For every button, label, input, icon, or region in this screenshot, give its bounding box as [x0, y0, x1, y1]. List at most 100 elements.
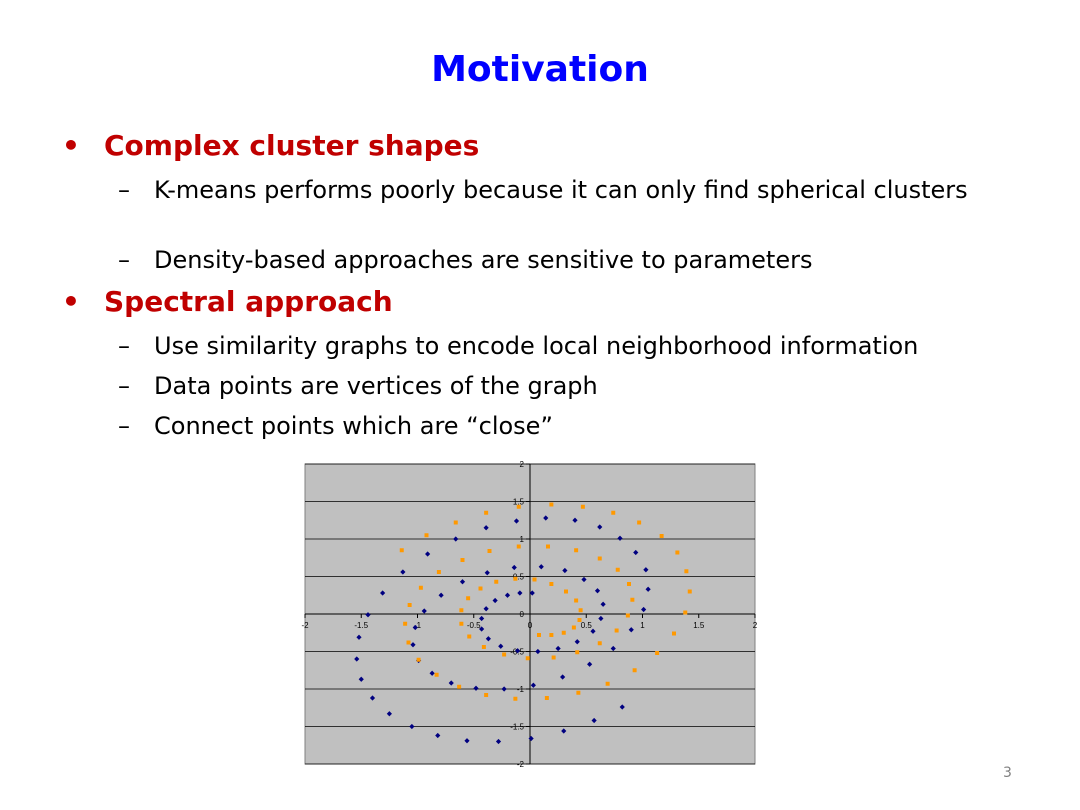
data-point-orange — [615, 567, 620, 572]
data-point-navy — [587, 661, 593, 667]
data-point-navy — [594, 588, 601, 594]
data-point-orange — [537, 633, 541, 637]
data-point-orange — [659, 534, 664, 538]
data-point-orange — [516, 544, 521, 549]
data-point-orange — [399, 548, 404, 553]
x-tick-label: -0.5 — [467, 621, 481, 630]
bullet-text: Complex cluster shapes — [104, 129, 480, 162]
data-point-orange — [637, 520, 642, 525]
data-point-orange — [687, 589, 692, 594]
data-point-orange — [611, 510, 616, 515]
data-point-navy — [473, 685, 479, 691]
data-point-navy — [562, 567, 568, 574]
data-point-navy — [538, 564, 544, 570]
data-point-navy — [600, 601, 606, 607]
data-point-navy — [438, 592, 444, 598]
data-point-navy — [617, 535, 623, 541]
x-tick-label: 1 — [640, 621, 645, 630]
dash-glyph: – — [118, 412, 130, 440]
data-point-navy — [492, 597, 498, 604]
data-point-orange — [580, 504, 585, 509]
data-point-orange — [532, 577, 537, 582]
data-point-navy — [425, 551, 431, 557]
data-point-navy — [459, 579, 466, 585]
data-point-orange — [481, 645, 486, 649]
data-point-orange — [494, 579, 499, 584]
data-point-navy — [633, 549, 639, 556]
data-point-navy — [560, 674, 566, 680]
data-point-orange — [407, 603, 412, 607]
data-point-navy — [354, 656, 360, 662]
data-point-navy — [501, 686, 507, 692]
data-point-navy — [498, 643, 504, 649]
y-tick-label: 0.5 — [513, 573, 525, 582]
data-point-orange — [416, 657, 421, 662]
data-point-orange — [459, 608, 464, 613]
data-point-orange — [574, 548, 579, 553]
sub-bullet-text: Use similarity graphs to encode local ne… — [154, 332, 919, 360]
data-point-navy — [529, 590, 535, 596]
bullet-glyph: • — [62, 129, 80, 162]
dash-glyph: – — [118, 246, 130, 274]
dash-glyph: – — [118, 332, 130, 360]
page-number: 3 — [1003, 765, 1012, 781]
data-point-navy — [561, 728, 567, 734]
data-point-orange — [675, 550, 680, 555]
x-tick-label: -1 — [414, 621, 422, 630]
data-point-orange — [627, 582, 631, 586]
data-point-navy — [581, 576, 587, 583]
sub-bullet-text: Data points are vertices of the graph — [154, 372, 598, 400]
data-point-orange — [549, 502, 554, 507]
data-point-navy — [590, 628, 596, 634]
data-point-orange — [632, 668, 637, 673]
data-point-navy — [643, 567, 649, 573]
data-point-orange — [549, 582, 554, 586]
data-point-navy — [543, 515, 549, 521]
data-point-orange — [434, 672, 439, 677]
data-point-orange — [571, 625, 576, 630]
y-tick-label: 0 — [520, 610, 525, 619]
data-point-navy — [619, 704, 625, 710]
sub-bullet-text: Connect points which are “close” — [154, 412, 553, 440]
y-tick-label: 1 — [520, 535, 525, 544]
data-point-orange — [487, 549, 492, 553]
data-point-navy — [484, 570, 490, 576]
y-tick-label: -1.5 — [510, 723, 524, 732]
sub-bullet-text: Density-based approaches are sensitive t… — [154, 246, 813, 274]
data-point-orange — [576, 690, 581, 695]
data-point-orange — [546, 544, 550, 549]
data-point-orange — [484, 693, 489, 697]
data-point-navy — [483, 606, 489, 612]
data-point-orange — [513, 576, 518, 581]
data-point-orange — [502, 652, 507, 657]
data-point-navy — [511, 564, 517, 571]
data-point-navy — [485, 636, 491, 642]
sub-bullet-text: K-means performs poorly because it can o… — [154, 176, 968, 204]
y-tick-label: 1.5 — [513, 498, 525, 507]
data-point-orange — [625, 613, 630, 618]
data-point-navy — [574, 639, 580, 645]
data-point-navy — [597, 524, 603, 530]
data-point-orange — [655, 651, 660, 655]
x-tick-label: 2 — [753, 621, 758, 630]
data-point-orange — [457, 684, 462, 689]
data-point-navy — [598, 615, 604, 622]
data-point-orange — [597, 556, 602, 561]
slide-title: Motivation — [431, 49, 649, 90]
data-point-navy — [448, 680, 454, 686]
bullet-text: Spectral approach — [104, 285, 393, 318]
data-point-navy — [453, 536, 459, 542]
data-point-navy — [365, 612, 371, 618]
data-point-navy — [409, 723, 415, 730]
data-point-navy — [400, 569, 406, 575]
data-point-orange — [605, 681, 610, 686]
data-point-orange — [453, 520, 458, 525]
data-point-navy — [504, 592, 511, 598]
data-point-orange — [683, 610, 688, 615]
data-point-navy — [628, 627, 634, 633]
data-point-navy — [610, 645, 616, 652]
data-point-orange — [478, 586, 483, 591]
data-point-navy — [517, 590, 523, 596]
y-tick-label: 2 — [520, 460, 525, 469]
data-point-orange — [577, 618, 582, 622]
